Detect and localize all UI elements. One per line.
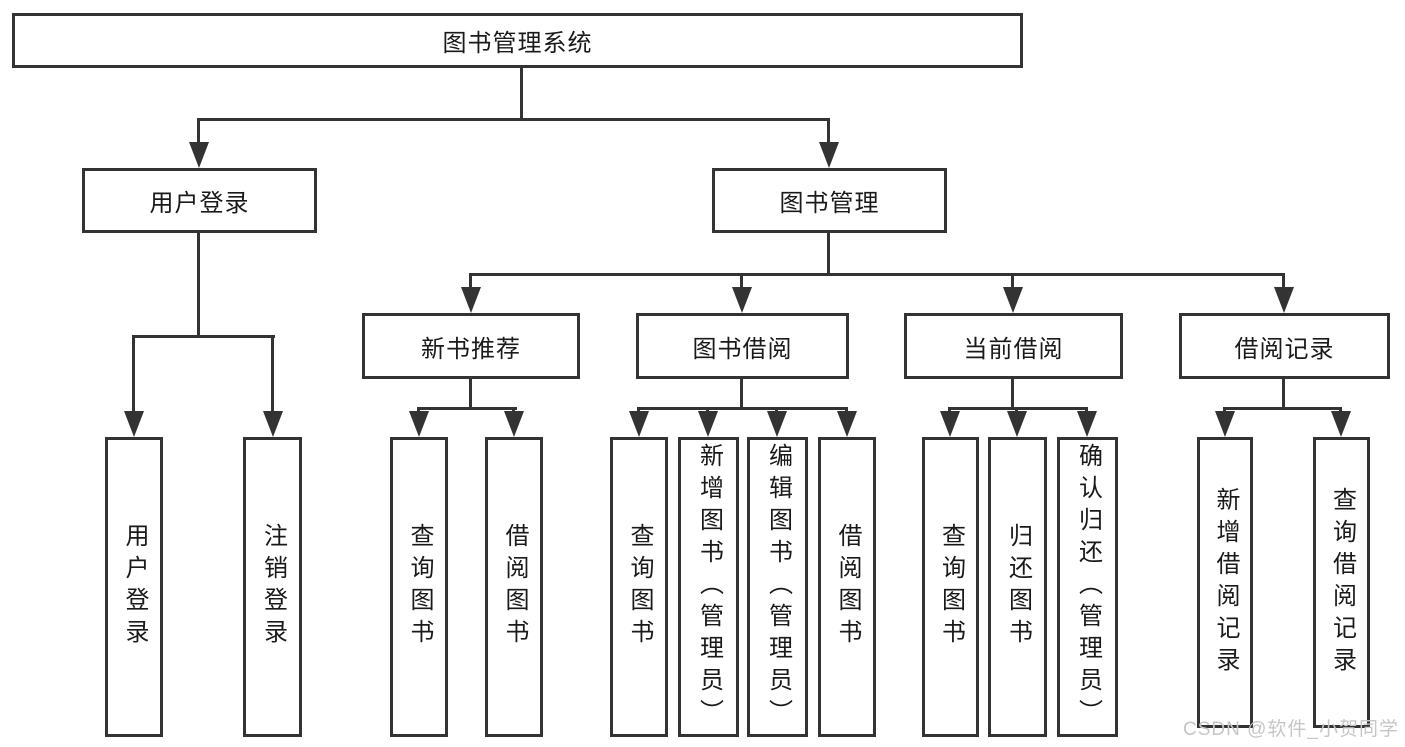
connector-new-book-stem [469, 376, 472, 407]
connector-user-login-bus [132, 335, 275, 338]
leaf-edit-book-admin: 编辑图书（管理员） [747, 437, 808, 737]
connector-borrow-record-stem [1282, 376, 1285, 407]
connector-book-borrow-bus [637, 407, 848, 410]
connector-current-borrow-stem [1011, 376, 1014, 407]
arrowhead-to-leaf-query3 [940, 411, 960, 437]
arrowhead-to-leaf-login [124, 411, 144, 437]
leaf-label: 用户登录 [121, 523, 148, 651]
node-user-login: 用户登录 [82, 168, 317, 233]
node-label: 图书借阅 [692, 335, 793, 363]
leaf-label: 查询图书 [937, 523, 965, 651]
leaf-label: 新增图书（管理员） [695, 443, 723, 731]
arrowhead-to-borrow-record [1274, 287, 1294, 313]
node-label: 用户登录 [149, 190, 250, 217]
arrowhead-to-leaf-edit-book [767, 411, 787, 437]
arrowhead-to-leaf-borrow1 [504, 411, 524, 437]
leaf-query-books-borrow: 查询图书 [610, 437, 668, 737]
arrowhead-to-leaf-add-book [698, 411, 718, 437]
leaf-return-book: 归还图书 [988, 437, 1047, 737]
leaf-label: 借阅图书 [501, 523, 528, 651]
connector-current-borrow-bus [948, 407, 1088, 410]
leaf-label: 注销登录 [259, 523, 287, 651]
connector-to-leaf-login [132, 335, 135, 427]
node-library-management-system: 图书管理系统 [12, 13, 1023, 68]
leaf-add-book-admin: 新增图书（管理员） [678, 437, 739, 737]
connector-book-borrow-stem [740, 376, 743, 407]
arrowhead-to-leaf-borrow2 [837, 411, 857, 437]
connector-to-book-mgmt [827, 118, 830, 158]
node-new-book-recommendation: 新书推荐 [362, 313, 580, 379]
arrowhead-to-leaf-query2 [629, 411, 649, 437]
csdn-watermark: CSDN @软件_小贺同学 [1183, 719, 1399, 740]
node-borrowing-records: 借阅记录 [1179, 313, 1390, 379]
leaf-label: 查询图书 [626, 523, 653, 651]
leaf-user-login: 用户登录 [105, 437, 163, 737]
leaf-confirm-return-admin: 确认归还（管理员） [1057, 437, 1118, 737]
connector-to-leaf-logout [271, 335, 274, 427]
arrowhead-to-leaf-return-book [1007, 411, 1027, 437]
arrowhead-to-leaf-query1 [409, 411, 429, 437]
leaf-label: 归还图书 [1004, 523, 1032, 651]
arrowhead-to-user-login [189, 142, 209, 168]
node-label: 图书管理系统 [442, 30, 593, 57]
arrowhead-to-leaf-confirm-return [1077, 411, 1097, 437]
node-book-management: 图书管理 [712, 168, 947, 233]
node-label: 当前借阅 [963, 335, 1064, 363]
connector-borrow-record-bus [1223, 407, 1342, 410]
leaf-label: 编辑图书（管理员） [764, 443, 792, 731]
leaf-add-borrow-record: 新增借阅记录 [1197, 437, 1253, 728]
connector-root-stem [520, 66, 523, 118]
node-label: 借阅记录 [1234, 335, 1335, 363]
arrowhead-to-leaf-query-record [1331, 411, 1351, 437]
node-label: 图书管理 [779, 190, 880, 217]
leaf-logout: 注销登录 [243, 437, 302, 737]
node-book-borrowing: 图书借阅 [636, 313, 849, 379]
leaf-label: 确认归还（管理员） [1074, 443, 1102, 731]
arrowhead-to-book-mgmt [819, 142, 839, 168]
arrowhead-to-new-book [461, 287, 481, 313]
node-label: 新书推荐 [421, 335, 521, 363]
leaf-query-books-current: 查询图书 [922, 437, 979, 737]
connector-user-login-stem [197, 230, 200, 335]
node-current-borrowing: 当前借阅 [904, 313, 1123, 379]
leaf-query-borrow-record: 查询借阅记录 [1313, 437, 1370, 728]
leaf-query-books-recommend: 查询图书 [390, 437, 448, 737]
leaf-label: 借阅图书 [834, 523, 861, 651]
arrowhead-to-current-borrow [1003, 287, 1023, 313]
connector-to-user-login [197, 118, 200, 158]
connector-new-book-bus [417, 407, 517, 410]
leaf-borrow-books: 借阅图书 [818, 437, 876, 737]
leaf-label: 新增借阅记录 [1212, 486, 1239, 679]
arrowhead-to-leaf-logout [263, 411, 283, 437]
arrowhead-to-leaf-add-record [1215, 411, 1235, 437]
leaf-label: 查询借阅记录 [1328, 486, 1356, 679]
connector-level3-bus [469, 273, 1285, 276]
leaf-borrow-books-recommend: 借阅图书 [485, 437, 543, 737]
connector-level2-bus [197, 118, 830, 121]
leaf-label: 查询图书 [406, 523, 433, 651]
arrowhead-to-book-borrow [732, 287, 752, 313]
connector-book-mgmt-stem [827, 230, 830, 273]
